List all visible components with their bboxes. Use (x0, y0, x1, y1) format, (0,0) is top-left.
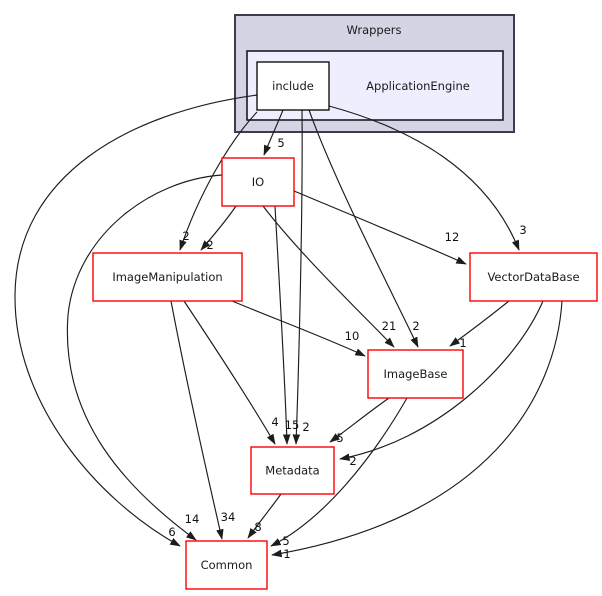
edge-count-image-manipulation-to-common[interactable]: 34 (221, 510, 236, 524)
edge-vector-data-base-to-metadata[interactable] (339, 300, 544, 461)
edge-line-vector-data-base-to-common[interactable] (271, 300, 563, 558)
node-image-base[interactable]: ImageBase (367, 349, 464, 399)
edge-line-io-to-common[interactable] (66, 174, 223, 541)
cluster-label-wrappers[interactable]: Wrappers (346, 23, 401, 37)
node-box-io[interactable] (221, 157, 295, 207)
edge-count-image-manipulation-to-image-base[interactable]: 10 (345, 329, 360, 343)
edge-count-metadata-to-common[interactable]: 8 (254, 520, 261, 534)
edge-line-vector-data-base-to-image-base[interactable] (449, 300, 510, 347)
node-box-image-manipulation[interactable] (92, 252, 243, 302)
node-box-metadata[interactable] (250, 446, 335, 495)
node-label-io[interactable]: IO (252, 175, 264, 189)
edge-line-include-to-metadata[interactable] (292, 109, 303, 445)
edge-line-include-to-image-base[interactable] (308, 109, 419, 348)
edge-line-include-to-common[interactable] (14, 94, 258, 547)
node-vector-data-base[interactable]: VectorDataBase (469, 252, 598, 302)
edge-line-io-to-image-manipulation[interactable] (200, 205, 237, 251)
edge-count-image-manipulation-to-metadata[interactable]: 4 (271, 415, 278, 429)
node-label-image-manipulation[interactable]: ImageManipulation (112, 270, 222, 284)
edge-count-include-to-vector-data-base[interactable]: 3 (519, 223, 526, 237)
node-label-image-base[interactable]: ImageBase (383, 367, 447, 381)
node-box-common[interactable] (185, 540, 268, 590)
edge-count-include-to-metadata[interactable]: 2 (302, 420, 309, 434)
edge-line-include-to-io[interactable] (263, 109, 284, 156)
node-label-include[interactable]: include (272, 79, 314, 93)
edge-line-include-to-image-manipulation[interactable] (179, 111, 258, 251)
edge-count-vector-data-base-to-image-base[interactable]: 1 (459, 336, 466, 350)
edge-io-to-common[interactable] (66, 174, 223, 541)
edge-count-include-to-image-base[interactable]: 2 (412, 319, 419, 333)
edge-line-image-manipulation-to-image-base[interactable] (231, 300, 366, 357)
edge-count-io-to-metadata[interactable]: 15 (285, 418, 300, 432)
node-label-common[interactable]: Common (201, 558, 253, 572)
edge-io-to-metadata[interactable] (274, 205, 291, 445)
cluster-label-application-engine: ApplicationEngine (366, 79, 470, 93)
edge-count-io-to-image-base[interactable]: 21 (382, 319, 397, 333)
edge-line-metadata-to-common[interactable] (247, 493, 282, 539)
edge-line-image-manipulation-to-metadata[interactable] (183, 300, 276, 445)
edge-io-to-image-base[interactable] (262, 205, 395, 348)
edge-metadata-to-common[interactable] (247, 493, 282, 539)
node-common[interactable]: Common (185, 540, 268, 590)
node-metadata[interactable]: Metadata (250, 446, 335, 495)
node-label-metadata[interactable]: Metadata (265, 464, 319, 478)
edge-count-io-to-vector-data-base[interactable]: 12 (445, 230, 460, 244)
edge-vector-data-base-to-common[interactable] (271, 300, 563, 558)
edge-count-include-to-io[interactable]: 5 (277, 136, 284, 150)
edge-count-image-base-to-metadata[interactable]: 5 (336, 431, 343, 445)
node-box-include[interactable] (256, 61, 330, 111)
node-io[interactable]: IO (221, 157, 295, 207)
edge-image-base-to-common[interactable] (270, 397, 408, 547)
edge-include-to-image-base[interactable] (308, 109, 419, 348)
edge-io-to-vector-data-base[interactable] (293, 190, 467, 265)
edge-line-io-to-metadata[interactable] (274, 205, 291, 445)
edge-count-vector-data-base-to-common[interactable]: 1 (283, 547, 290, 561)
edge-vector-data-base-to-image-base[interactable] (449, 300, 510, 347)
edge-image-manipulation-to-image-base[interactable] (231, 300, 366, 357)
edge-line-image-base-to-common[interactable] (270, 397, 408, 547)
node-label-vector-data-base[interactable]: VectorDataBase (487, 270, 579, 284)
node-box-image-base[interactable] (367, 349, 464, 399)
edge-line-vector-data-base-to-metadata[interactable] (339, 300, 544, 461)
edge-line-io-to-image-base[interactable] (262, 205, 395, 348)
node-image-manipulation[interactable]: ImageManipulation (92, 252, 243, 302)
edge-image-base-to-metadata[interactable] (329, 397, 390, 443)
edge-include-to-metadata[interactable] (292, 109, 303, 445)
edge-line-image-base-to-metadata[interactable] (329, 397, 390, 443)
edge-include-to-image-manipulation[interactable] (179, 111, 258, 251)
edge-count-io-to-image-manipulation[interactable]: 2 (206, 238, 213, 252)
edge-include-to-io[interactable] (263, 109, 284, 156)
edge-count-io-to-common[interactable]: 14 (185, 512, 200, 526)
edge-image-manipulation-to-metadata[interactable] (183, 300, 276, 445)
edge-count-include-to-image-manipulation[interactable]: 2 (182, 229, 189, 243)
edge-image-manipulation-to-common[interactable] (170, 300, 224, 540)
edge-count-include-to-common[interactable]: 6 (168, 525, 175, 539)
edge-line-include-to-vector-data-base[interactable] (328, 105, 520, 251)
edge-include-to-common[interactable] (14, 94, 258, 547)
edge-count-vector-data-base-to-metadata[interactable]: 2 (349, 454, 356, 468)
edge-include-to-vector-data-base[interactable] (328, 105, 520, 251)
node-include[interactable]: include (256, 61, 330, 111)
edge-line-image-manipulation-to-common[interactable] (170, 300, 224, 540)
edge-io-to-image-manipulation[interactable] (200, 205, 237, 251)
edge-count-image-base-to-common[interactable]: 5 (282, 534, 289, 548)
node-box-vector-data-base[interactable] (469, 252, 598, 302)
edge-line-io-to-vector-data-base[interactable] (293, 190, 467, 265)
